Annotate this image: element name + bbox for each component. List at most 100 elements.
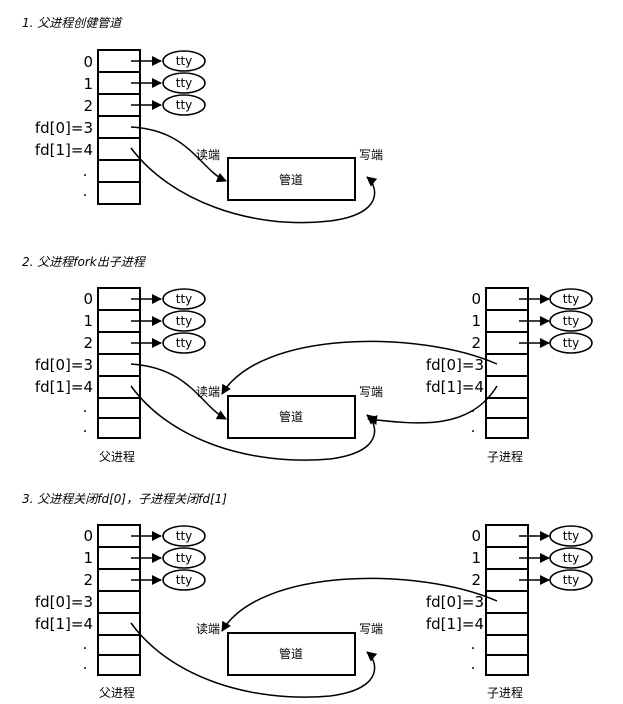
tty-ellipse — [162, 332, 206, 354]
tty-ellipse — [162, 94, 206, 116]
tty-label: tty — [176, 336, 193, 350]
parent-fd-table — [97, 287, 141, 439]
parent-process-label: 父进程 — [99, 449, 135, 464]
parent-fd0-read-arrow — [130, 363, 227, 420]
panel-2: 2. 父进程fork出子进程 0 1 2 fd[0]=3 fd[1]=4 . .… — [22, 255, 593, 464]
tty-label: tty — [563, 336, 580, 350]
fd-cell — [97, 181, 141, 205]
fd-cell — [485, 612, 529, 636]
tty-ellipse — [162, 547, 206, 569]
parent-fd-table — [97, 524, 141, 676]
child-fd1-write-arrow — [367, 385, 498, 425]
read-end-label: 读端 — [196, 385, 220, 399]
child-process-label: 子进程 — [487, 685, 523, 700]
fd-cell — [485, 634, 529, 656]
fd-index-2: 2 — [83, 334, 93, 352]
ellipsis-dot: . — [471, 655, 476, 673]
pipe-box — [227, 632, 356, 676]
tty-label: tty — [563, 314, 580, 328]
child-fd-table — [485, 287, 529, 439]
tty-label: tty — [563, 292, 580, 306]
read-end-label: 读端 — [196, 148, 220, 162]
parent-fd1-write-arrow — [130, 385, 378, 461]
tty-ellipse — [549, 525, 593, 547]
fd-cell — [485, 417, 529, 439]
fd-index-2: 2 — [471, 571, 481, 589]
fd-cell — [97, 654, 141, 676]
panel-3-title: 3. 父进程关闭fd[0]，子进程关闭fd[1] — [22, 492, 227, 506]
fd-index-1: 1 — [471, 549, 481, 567]
tty-ellipse — [549, 288, 593, 310]
tty-label: tty — [176, 54, 193, 68]
fd-cell — [97, 159, 141, 183]
write-end-label: 写端 — [359, 385, 383, 399]
fd-index-0: 0 — [83, 53, 93, 71]
ellipsis-dot: . — [83, 418, 88, 436]
fd0-label: fd[0]=3 — [35, 593, 93, 611]
panel-3: 3. 父进程关闭fd[0]，子进程关闭fd[1] 0 1 2 fd[0]=3 f… — [22, 492, 593, 700]
ellipsis-dot: . — [83, 162, 88, 180]
fd-cell — [97, 353, 141, 377]
child-fd0-read-arrow — [221, 577, 498, 632]
write-end-label: 写端 — [359, 622, 383, 636]
pipe-box — [227, 395, 356, 439]
fd-cell — [97, 590, 141, 614]
tty-label: tty — [563, 551, 580, 565]
fd-index-0: 0 — [471, 290, 481, 308]
fd-cell — [485, 353, 529, 377]
fd-cell — [485, 654, 529, 676]
fd-cell — [97, 397, 141, 419]
panel-1-title: 1. 父进程创健管道 — [22, 16, 123, 30]
child-fd-table — [485, 524, 529, 676]
tty-label: tty — [176, 76, 193, 90]
fd0-read-arrow — [130, 126, 227, 183]
ellipsis-dot: . — [471, 398, 476, 416]
tty-label: tty — [176, 98, 193, 112]
fd-cell — [485, 590, 529, 614]
read-end-label: 读端 — [196, 622, 220, 636]
fd-cell — [97, 375, 141, 399]
fd-index-1: 1 — [471, 312, 481, 330]
fd1-label: fd[1]=4 — [35, 615, 93, 633]
fd-cell — [485, 375, 529, 399]
fd1-label: fd[1]=4 — [426, 378, 484, 396]
fd0-label: fd[0]=3 — [426, 356, 484, 374]
fd-index-2: 2 — [83, 97, 93, 115]
ellipsis-dot: . — [471, 418, 476, 436]
fd-index-1: 1 — [83, 75, 93, 93]
fd-cell — [97, 137, 141, 161]
panel-2-title: 2. 父进程fork出子进程 — [22, 255, 147, 269]
tty-label: tty — [563, 529, 580, 543]
fd0-label: fd[0]=3 — [35, 356, 93, 374]
tty-ellipse — [162, 310, 206, 332]
tty-ellipse — [162, 72, 206, 94]
ellipsis-dot: . — [83, 635, 88, 653]
fd1-label: fd[1]=4 — [426, 615, 484, 633]
ellipsis-dot: . — [83, 655, 88, 673]
fd-index-0: 0 — [471, 527, 481, 545]
tty-ellipse — [549, 547, 593, 569]
tty-label: tty — [176, 529, 193, 543]
child-fd0-read-arrow — [221, 340, 498, 395]
tty-ellipse — [549, 569, 593, 591]
fd-cell — [97, 417, 141, 439]
fd1-label: fd[1]=4 — [35, 378, 93, 396]
fd-cell — [97, 634, 141, 656]
parent-fd1-write-arrow — [130, 622, 378, 698]
parent-process-label: 父进程 — [99, 685, 135, 700]
write-end-label: 写端 — [359, 148, 383, 162]
tty-ellipse — [162, 50, 206, 72]
fd0-label: fd[0]=3 — [35, 119, 93, 137]
tty-ellipse — [162, 288, 206, 310]
tty-label: tty — [176, 314, 193, 328]
tty-ellipse — [549, 310, 593, 332]
fd-index-0: 0 — [83, 527, 93, 545]
fd-index-0: 0 — [83, 290, 93, 308]
fd1-write-arrow — [130, 147, 378, 224]
tty-label: tty — [176, 573, 193, 587]
pipe-box — [227, 157, 356, 201]
fd-cell — [485, 397, 529, 419]
tty-label: tty — [176, 551, 193, 565]
tty-label: tty — [176, 292, 193, 306]
